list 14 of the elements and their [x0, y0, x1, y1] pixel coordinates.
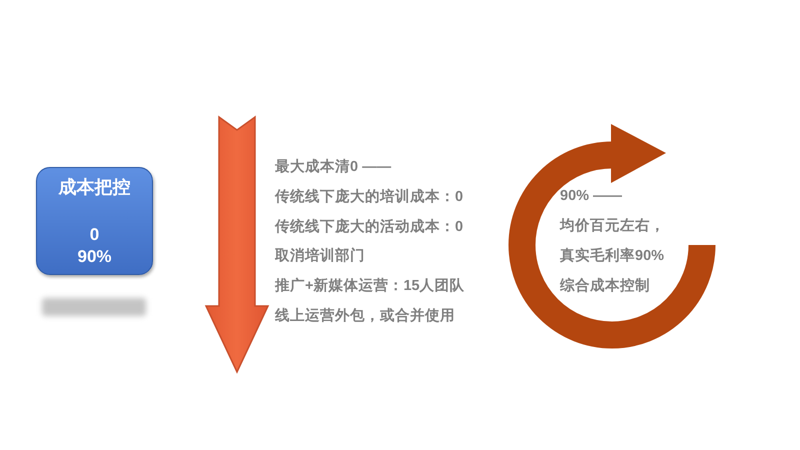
box-title: 成本把控 — [57, 176, 132, 198]
note-line: 真实毛利率90% — [560, 247, 664, 265]
note-line: 线上运营外包，或合并使用 — [275, 307, 455, 325]
note-line: 均价百元左右， — [560, 217, 665, 235]
note-line: 传统线下庞大的活动成本：0 — [275, 218, 464, 236]
note-line: 最大成本清0 —— — [275, 158, 392, 176]
note-line: 取消培训部门 — [275, 247, 365, 265]
box-value: 90% — [76, 246, 113, 267]
note-line: 综合成本控制 — [560, 277, 650, 295]
note-line: 传统线下庞大的培训成本：0 — [275, 188, 464, 206]
rounded-box — [36, 167, 153, 275]
box-value: 0 — [88, 224, 100, 245]
note-line: 90% —— — [560, 187, 622, 205]
note-line: 推广+新媒体运营：15人团队 — [275, 277, 465, 295]
